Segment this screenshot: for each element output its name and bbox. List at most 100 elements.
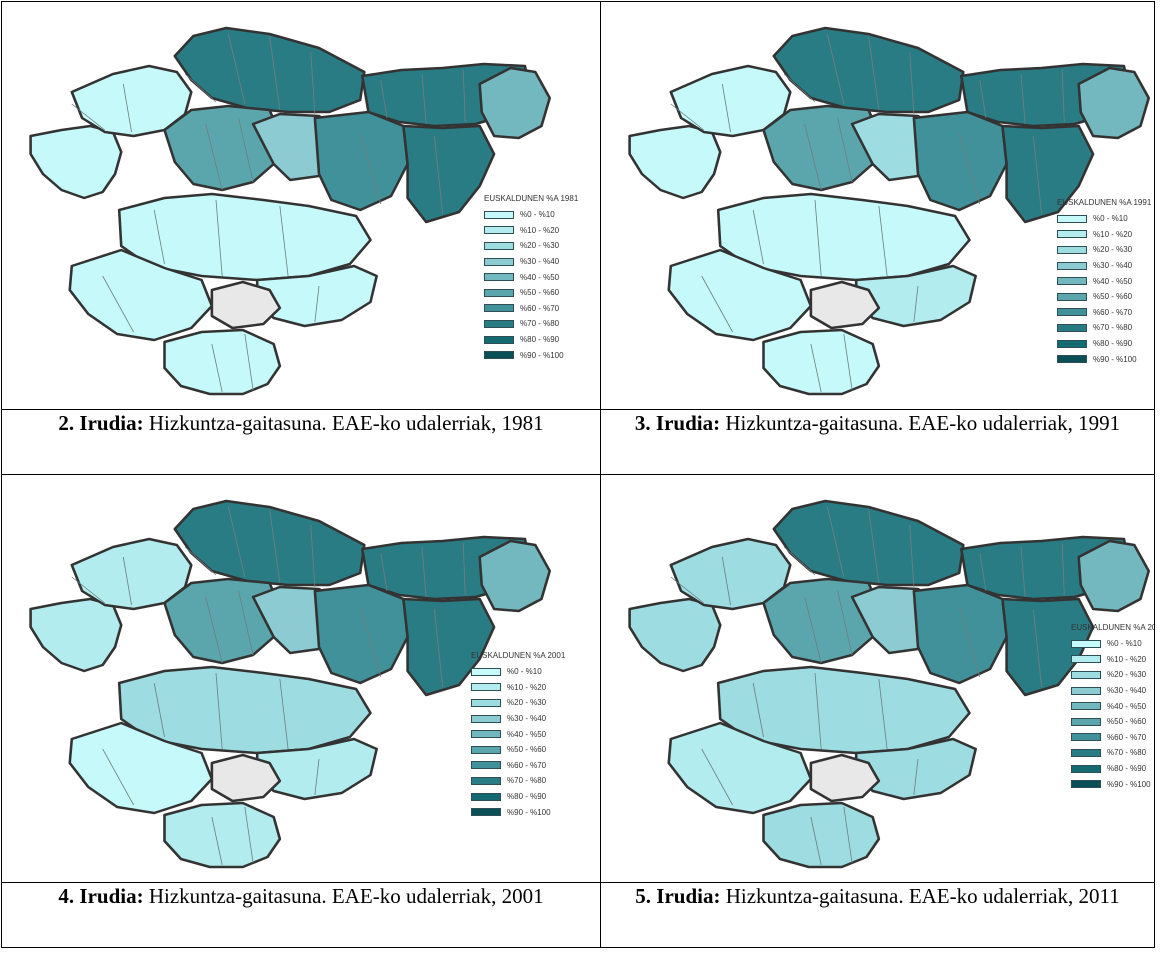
municipality-border (314, 285, 320, 323)
legend-item: %40 - %50 (484, 269, 578, 285)
municipality-border (868, 35, 880, 111)
municipality-border (205, 596, 223, 664)
municipality-border (421, 73, 427, 125)
municipality-border (909, 51, 915, 115)
legend-swatch (484, 319, 514, 328)
caption-text: Hizkuntza-gaitasuna. EAE-ko udalerriak, … (143, 411, 544, 435)
legend-item: %40 - %50 (1057, 273, 1151, 289)
region-bizkaia_north (772, 499, 965, 587)
municipality-border (878, 205, 888, 277)
legend-swatch (484, 351, 514, 360)
municipality-border (71, 576, 106, 604)
municipality-border (701, 275, 733, 333)
legend-swatch (1071, 717, 1101, 726)
legend-item: %80 - %90 (484, 332, 578, 348)
map-regions (628, 499, 1151, 869)
legend-swatch (1071, 670, 1101, 679)
legend-swatch (1071, 780, 1101, 789)
municipality-border (1061, 69, 1065, 123)
region-gipuzkoa_south (1001, 597, 1095, 697)
municipality-border (979, 79, 987, 119)
legend-item: %90 - %100 (1071, 776, 1154, 792)
region-araba_central (68, 248, 214, 342)
municipality-border (913, 758, 919, 796)
municipality-border (380, 79, 388, 119)
municipality-border (279, 205, 289, 277)
legend-label: %0 - %10 (1107, 639, 1142, 649)
legend-item: %70 - %80 (1057, 320, 1151, 336)
legend-label: %10 - %20 (507, 682, 547, 692)
legend-item: %80 - %90 (471, 789, 565, 805)
legend-label: %50 - %60 (507, 745, 547, 755)
municipality-border (804, 596, 822, 664)
legend-item: %50 - %60 (1057, 289, 1151, 305)
legend-label: %30 - %40 (1107, 686, 1147, 696)
municipality-border (783, 546, 816, 576)
legend-label: %40 - %50 (1093, 276, 1133, 286)
legend-label: %30 - %40 (520, 257, 560, 267)
legend-item: %60 - %70 (1057, 305, 1151, 321)
municipality-border (153, 682, 165, 738)
caption-text: Hizkuntza-gaitasuna. EAE-ko udalerriak, … (143, 884, 544, 908)
legend-label: %50 - %60 (520, 288, 560, 298)
legend-label: %60 - %70 (507, 760, 547, 770)
legend-item: %40 - %50 (471, 726, 565, 742)
municipality-border (837, 590, 853, 656)
region-araba_northwest (29, 597, 123, 673)
legend-swatch (1071, 702, 1101, 711)
municipality-border (238, 117, 254, 183)
legend-item: %60 - %70 (1071, 730, 1154, 746)
legend-swatch (484, 335, 514, 344)
municipality-border (752, 682, 764, 738)
legend-swatch (1071, 639, 1101, 648)
region-gipuzkoa_south (402, 124, 496, 224)
legend-swatch (471, 714, 501, 723)
legend-item: %20 - %30 (471, 695, 565, 711)
municipality-border (913, 285, 919, 323)
region-gipuzkoa_east (1077, 539, 1151, 613)
legend-label: %70 - %80 (520, 319, 560, 329)
municipality-border (211, 816, 223, 866)
legend-swatch (484, 288, 514, 297)
legend-label: %0 - %10 (520, 210, 555, 220)
region-bizkaia_central (163, 104, 282, 192)
legend-item: %50 - %60 (1071, 714, 1154, 730)
legend-item: %40 - %50 (1071, 698, 1154, 714)
municipality-border (1061, 542, 1065, 596)
caption-text: Hizkuntza-gaitasuna. EAE-ko udalerriak, … (720, 884, 1120, 908)
legend-item: %10 - %20 (1071, 652, 1154, 668)
municipality-border (1020, 73, 1026, 125)
municipality-border (244, 806, 254, 864)
municipality-border (783, 73, 816, 103)
region-bizkaia_north (173, 26, 366, 114)
legend-item: %20 - %30 (484, 238, 578, 254)
region-gipuzkoa_east (478, 539, 552, 613)
municipality-border (215, 672, 223, 750)
legend-item: %0 - %10 (484, 207, 578, 223)
legend-swatch (1057, 323, 1087, 332)
legend-label: %40 - %50 (520, 272, 560, 282)
legend-swatch (471, 808, 501, 817)
legend-item: %20 - %30 (1071, 667, 1154, 683)
municipality-border (826, 33, 845, 105)
municipality-border (814, 199, 822, 277)
municipality-border (184, 73, 217, 103)
municipality-border (215, 199, 223, 277)
region-trevino (809, 753, 881, 803)
municipality-border (227, 33, 246, 105)
region-bizkaia_north (772, 26, 965, 114)
choropleth-map-2011 (628, 499, 1151, 869)
legend-label: %70 - %80 (1093, 323, 1133, 333)
legend-item: %20 - %30 (1057, 242, 1151, 258)
caption-text: Hizkuntza-gaitasuna. EAE-ko udalerriak, … (720, 411, 1121, 435)
region-bizkaia_central (762, 577, 881, 665)
legend-label: %80 - %90 (1093, 339, 1133, 349)
municipality-border (153, 209, 165, 265)
legend-item: %90 - %100 (1057, 351, 1151, 367)
municipality-border (244, 333, 254, 391)
legend-label: %10 - %20 (1093, 229, 1133, 239)
region-bizkaia_central (762, 104, 881, 192)
region-gipuzkoa_central (313, 583, 409, 685)
legend-item: %10 - %20 (484, 223, 578, 239)
legend-item: %80 - %90 (1071, 761, 1154, 777)
